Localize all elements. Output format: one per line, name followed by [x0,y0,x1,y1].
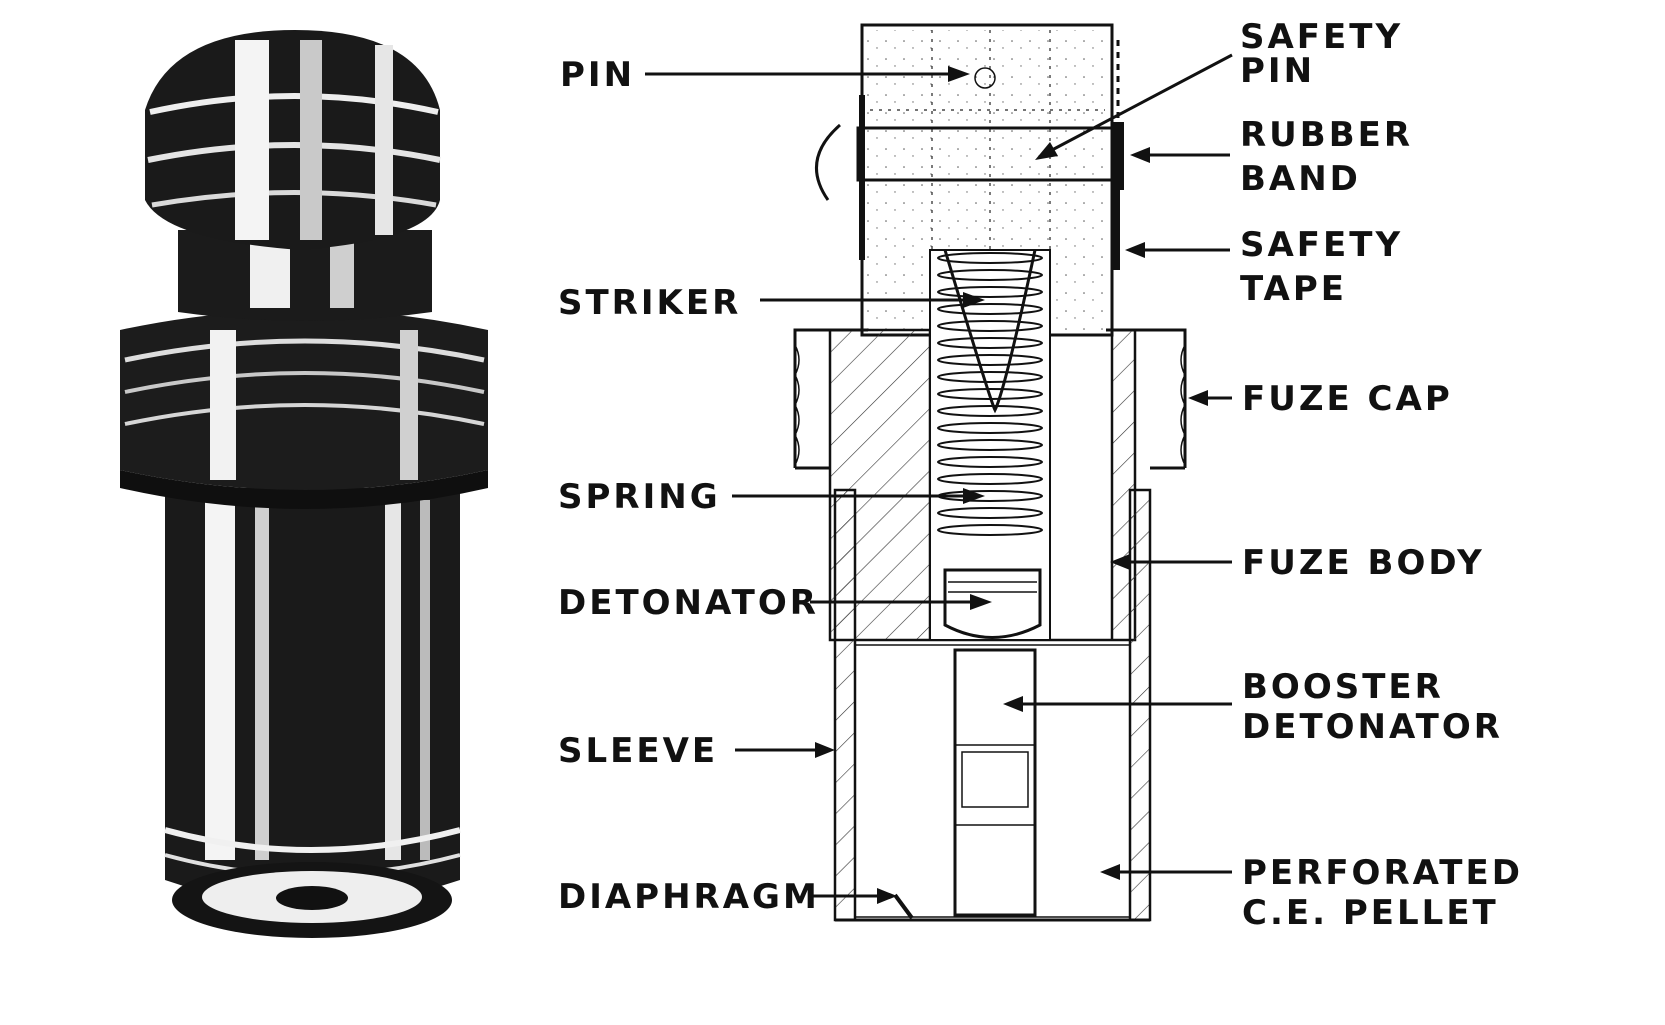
label-safety-pin-line2: PIN [1240,51,1315,91]
safety-tape-shape [1113,190,1120,270]
pellet-shape [854,644,1131,918]
label-pin: PIN [560,55,635,95]
spring-coil [937,439,1043,451]
label-fuze-cap: FUZE CAP [1242,379,1453,419]
detonator-shape [943,568,1042,639]
spring-coil [937,269,1043,281]
diaphragm-shape [893,893,914,920]
safety-pin-loop [814,123,841,201]
fuze-cross-section [793,23,1187,922]
label-safety-tape-line2: TAPE [1240,269,1347,309]
label-safety-pin-line1: SAFETY [1240,17,1403,57]
striker-shape [943,249,1037,414]
spring-coil [937,286,1043,298]
spring-coil [937,422,1043,434]
pin-shape [974,67,996,89]
spring-coil [937,354,1043,366]
label-safety-tape-line1: SAFETY [1240,225,1403,265]
spring-coil [937,252,1043,264]
rubber-band-shape [1112,122,1124,190]
label-rubber-band-line2: BAND [1240,159,1361,199]
label-perforated-line2: C.E. PELLET [1242,893,1499,933]
spring-coil [937,320,1043,332]
spring-coil [937,524,1043,536]
spring-coil [937,337,1043,349]
callouts: PIN SAFETY PIN RUBBER BAND SAFETY TAPE S… [558,17,1523,933]
label-sleeve: SLEEVE [558,731,718,771]
label-spring: SPRING [558,477,721,517]
label-perforated-line1: PERFORATED [1242,853,1523,893]
label-booster-line1: BOOSTER [1242,667,1444,707]
spring-coil [937,303,1043,315]
sleeve-shape [833,488,857,922]
spring-coil [937,473,1043,485]
label-rubber-band-line1: RUBBER [1240,115,1413,155]
booster-detonator-shape [953,648,1037,917]
label-diaphragm: DIAPHRAGM [558,877,820,917]
spring-coil [937,371,1043,383]
label-detonator: DETONATOR [558,583,819,623]
spring-shape [937,252,1043,536]
label-striker: STRIKER [558,283,741,323]
spring-coil [937,507,1043,519]
spring-coil [937,456,1043,468]
spring-coil [937,388,1043,400]
fuze-exterior-view [120,30,488,938]
label-booster-line2: DETONATOR [1242,707,1503,747]
label-fuze-body: FUZE BODY [1242,543,1485,583]
spring-coil [937,405,1043,417]
